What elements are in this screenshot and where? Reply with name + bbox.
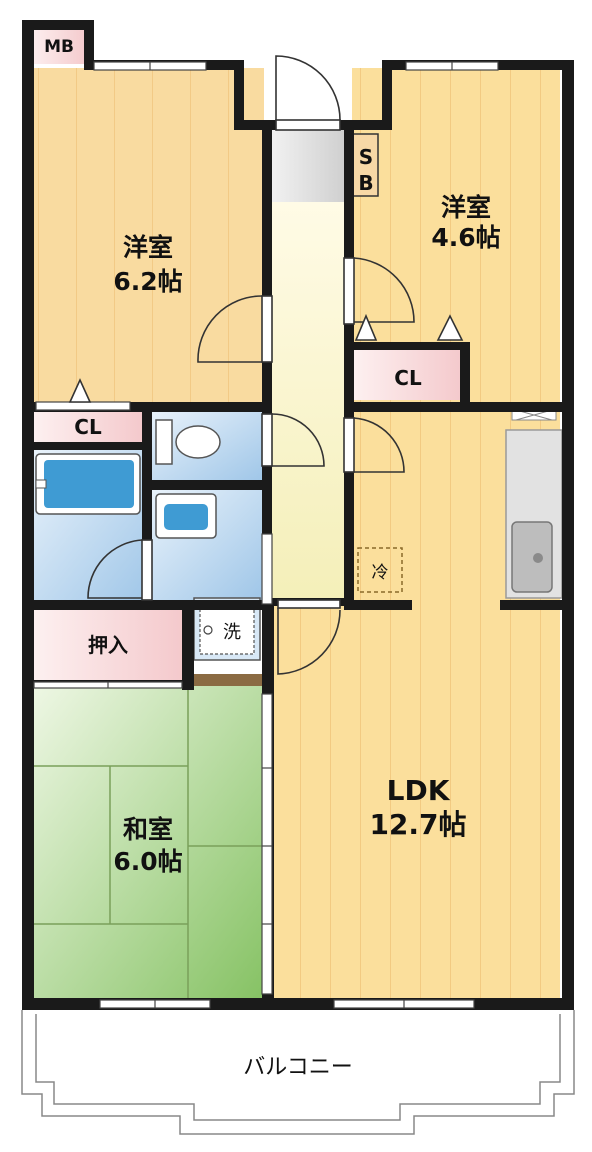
western-right-size: 4.6帖	[431, 223, 500, 252]
oshiire-label: 押入	[88, 633, 128, 657]
closet-left-label: CL	[74, 415, 102, 439]
floor-japanese-room	[34, 686, 264, 998]
japanese-room-name: 和室	[123, 815, 173, 844]
floor-closet-left	[34, 410, 142, 442]
balcony-label: バルコニー	[243, 1055, 353, 1080]
floor-closet-right	[354, 350, 462, 400]
western-left-name: 洋室	[123, 233, 173, 262]
fridge-space	[357, 547, 403, 593]
toilet-tank	[155, 419, 173, 465]
western-right-name: 洋室	[441, 193, 491, 222]
closet-right-label: CL	[394, 366, 422, 390]
ldk-size: 12.7帖	[369, 808, 466, 841]
balcony	[21, 1010, 575, 1135]
kitchen-sink	[511, 521, 553, 593]
floor-western-left	[34, 68, 264, 402]
ldk-name: LDK	[387, 774, 451, 807]
tatami-lines	[34, 686, 264, 998]
mb-label: MB	[44, 37, 74, 57]
mb-box	[30, 28, 88, 64]
floor-hallway	[270, 200, 346, 606]
western-left-size: 6.2帖	[113, 267, 182, 296]
floor-ldk-lower	[272, 600, 560, 998]
windows	[33, 61, 499, 1009]
doors	[68, 55, 464, 675]
floor-entrance	[270, 128, 346, 202]
fridge-label: 冷	[372, 563, 389, 583]
toilet-bowl	[175, 425, 221, 459]
sb-label-s: S	[359, 145, 373, 169]
washer-label: 洗	[223, 622, 241, 643]
floor-oshiire	[34, 610, 182, 680]
tokonoma-strip	[190, 674, 264, 686]
sink-drain	[533, 553, 543, 563]
shoe-box	[351, 133, 379, 197]
sb-label-b: B	[358, 171, 373, 195]
bathtub-inner	[44, 460, 134, 508]
japanese-room-size: 6.0帖	[113, 847, 182, 876]
